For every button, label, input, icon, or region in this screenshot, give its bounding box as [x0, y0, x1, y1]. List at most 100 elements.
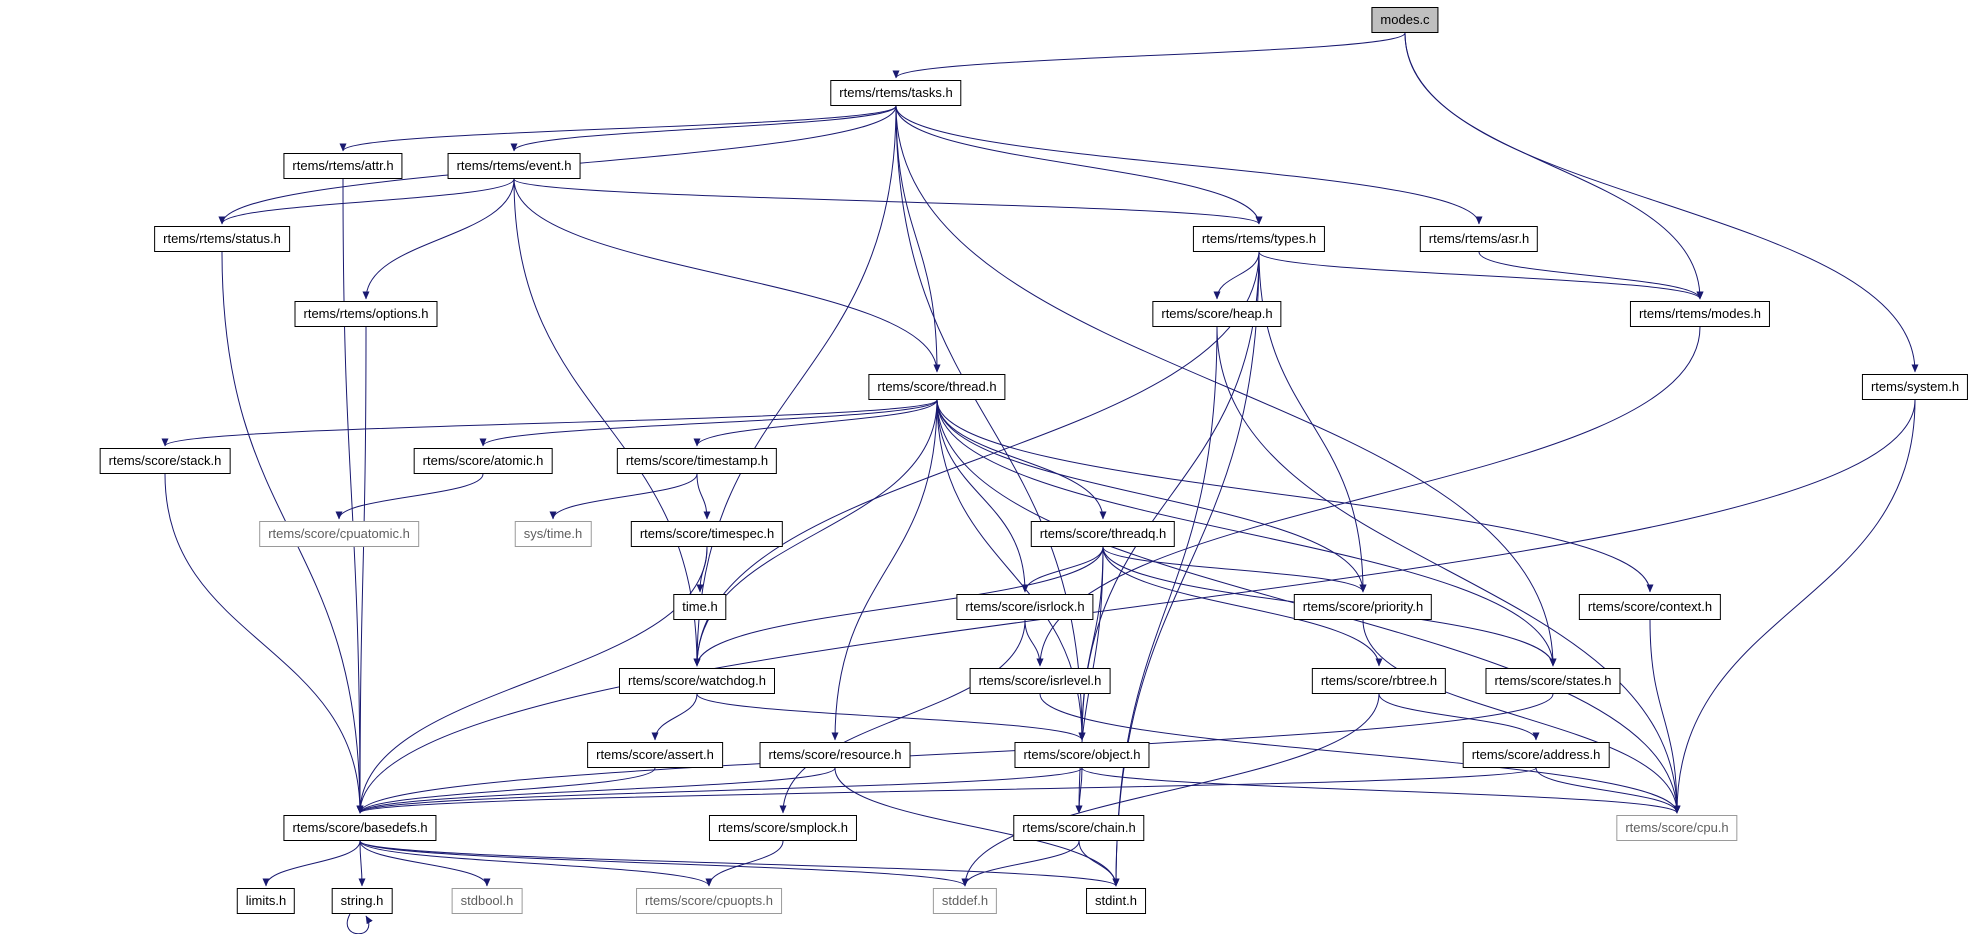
- node-heap[interactable]: rtems/score/heap.h: [1152, 301, 1282, 327]
- edge-types-to-object: [1078, 251, 1260, 741]
- edge-isrlock-to-isrlevel: [1024, 619, 1044, 667]
- node-watchdog[interactable]: rtems/score/watchdog.h: [618, 668, 776, 694]
- edge-context-to-cpu: [1649, 619, 1681, 814]
- edge-tasks-to-thread: [895, 105, 941, 373]
- node-isrlock[interactable]: rtems/score/isrlock.h: [956, 594, 1094, 620]
- node-states[interactable]: rtems/score/states.h: [1485, 668, 1621, 694]
- edge-system-to-basedefs: [356, 399, 1916, 814]
- edge-thread-to-priority: [936, 399, 1367, 593]
- edge-basedefs-to-limits: [262, 840, 361, 887]
- edge-isrlevel-to-cpu: [1039, 693, 1681, 814]
- node-cpuopts: rtems/score/cpuopts.h: [636, 888, 782, 914]
- edge-thread-to-threadq: [936, 399, 1107, 520]
- edge-types-to-heap: [1213, 251, 1260, 300]
- edge-modes_c-to-system: [1404, 32, 1919, 373]
- node-stack[interactable]: rtems/score/stack.h: [99, 448, 231, 474]
- node-basedefs[interactable]: rtems/score/basedefs.h: [283, 815, 437, 841]
- node-address[interactable]: rtems/score/address.h: [1462, 742, 1610, 768]
- node-status[interactable]: rtems/rtems/status.h: [154, 226, 290, 252]
- edge-types-to-modes_h: [1258, 251, 1704, 300]
- edge-thread-to-timestamp: [693, 399, 938, 447]
- edge-isrlock-to-smplock: [779, 619, 1026, 814]
- node-system[interactable]: rtems/system.h: [1861, 374, 1969, 400]
- node-timespec[interactable]: rtems/score/timespec.h: [630, 521, 784, 547]
- edge-options-to-basedefs: [356, 326, 367, 814]
- edge-atomic-to-cpuatomic: [335, 473, 484, 520]
- edge-basedefs-to-stddef: [359, 840, 969, 887]
- node-systime: sys/time.h: [514, 521, 592, 547]
- node-time_h[interactable]: time.h: [673, 594, 727, 620]
- node-resource[interactable]: rtems/score/resource.h: [759, 742, 911, 768]
- node-stdbool: stdbool.h: [451, 888, 523, 914]
- edge-object-to-chain: [1075, 767, 1083, 814]
- node-attr[interactable]: rtems/rtems/attr.h: [283, 153, 403, 179]
- edge-heap-to-stdint: [1112, 326, 1218, 887]
- node-stdint[interactable]: stdint.h: [1086, 888, 1146, 914]
- node-types[interactable]: rtems/rtems/types.h: [1192, 226, 1326, 252]
- node-isrlevel[interactable]: rtems/score/isrlevel.h: [969, 668, 1111, 694]
- node-tasks[interactable]: rtems/rtems/tasks.h: [830, 80, 962, 106]
- edge-asr-to-modes_h: [1478, 251, 1704, 300]
- edge-watchdog-to-object: [696, 693, 1086, 741]
- edge-assert-to-basedefs: [356, 767, 656, 814]
- edge-priority-to-cpu: [1362, 619, 1681, 814]
- edge-event-to-thread: [513, 178, 941, 373]
- edge-resource-to-stdint: [834, 767, 1120, 887]
- edge-object-to-cpu: [1081, 767, 1681, 814]
- edge-thread-to-isrlock: [936, 399, 1029, 593]
- edge-address-to-cpu: [1535, 767, 1681, 814]
- edge-tasks-to-states: [895, 105, 1557, 667]
- edge-thread-to-stack: [161, 399, 938, 447]
- node-limits[interactable]: limits.h: [236, 888, 296, 914]
- edge-threadq-to-watchdog: [693, 546, 1104, 667]
- node-context[interactable]: rtems/score/context.h: [1578, 594, 1722, 620]
- edge-object-to-basedefs: [356, 767, 1083, 814]
- edge-types-to-stdint: [1112, 251, 1260, 887]
- node-chain[interactable]: rtems/score/chain.h: [1013, 815, 1145, 841]
- edge-states-to-basedefs: [356, 693, 1554, 814]
- edge-tasks-to-event: [510, 105, 897, 152]
- node-object[interactable]: rtems/score/object.h: [1014, 742, 1150, 768]
- edge-tasks-to-asr: [895, 105, 1483, 225]
- node-event[interactable]: rtems/rtems/event.h: [447, 153, 581, 179]
- edge-tasks-to-watchdog: [693, 105, 897, 667]
- node-modes_h[interactable]: rtems/rtems/modes.h: [1629, 301, 1771, 327]
- node-threadq[interactable]: rtems/score/threadq.h: [1030, 521, 1176, 547]
- edge-event-to-types: [513, 178, 1263, 225]
- node-priority[interactable]: rtems/score/priority.h: [1293, 594, 1433, 620]
- node-stddef: stddef.h: [932, 888, 998, 914]
- edge-thread-to-atomic: [479, 399, 938, 447]
- edge-types-to-watchdog: [693, 251, 1260, 667]
- edge-basedefs-to-cpuopts: [359, 840, 713, 887]
- node-thread[interactable]: rtems/score/thread.h: [868, 374, 1006, 400]
- edge-thread-to-context: [936, 399, 1654, 593]
- edge-basedefs-to-string: [358, 840, 366, 887]
- edge-event-to-options: [362, 178, 515, 300]
- edge-threadq-to-rbtree: [1102, 546, 1383, 667]
- node-cpu: rtems/score/cpu.h: [1616, 815, 1738, 841]
- edge-event-to-watchdog: [513, 178, 701, 667]
- node-atomic[interactable]: rtems/score/atomic.h: [413, 448, 553, 474]
- node-options[interactable]: rtems/rtems/options.h: [294, 301, 438, 327]
- edge-basedefs-to-stdbool: [359, 840, 491, 887]
- edge-tasks-to-types: [895, 105, 1263, 225]
- edge-stack-to-basedefs: [164, 473, 364, 814]
- edge-tasks-to-attr: [339, 105, 897, 152]
- edge-modes_c-to-tasks: [892, 32, 1406, 79]
- node-rbtree[interactable]: rtems/score/rbtree.h: [1311, 668, 1447, 694]
- node-string[interactable]: string.h: [331, 888, 393, 914]
- edge-thread-to-states: [936, 399, 1557, 667]
- edge-basedefs-to-stdint: [359, 840, 1120, 887]
- edge-modes_c-to-modes_h: [1404, 32, 1704, 300]
- node-smplock[interactable]: rtems/score/smplock.h: [708, 815, 858, 841]
- node-asr[interactable]: rtems/rtems/asr.h: [1419, 226, 1539, 252]
- node-assert[interactable]: rtems/score/assert.h: [587, 742, 723, 768]
- edge-threadq-to-isrlock: [1021, 546, 1104, 593]
- edge-rbtree-to-stddef: [961, 693, 1380, 887]
- node-timestamp[interactable]: rtems/score/timestamp.h: [616, 448, 778, 474]
- edge-chain-to-stdint: [1078, 840, 1120, 887]
- edge-attr-to-basedefs: [342, 178, 364, 814]
- edge-threadq-to-object: [1078, 546, 1104, 741]
- edge-string-to-string: [346, 913, 373, 934]
